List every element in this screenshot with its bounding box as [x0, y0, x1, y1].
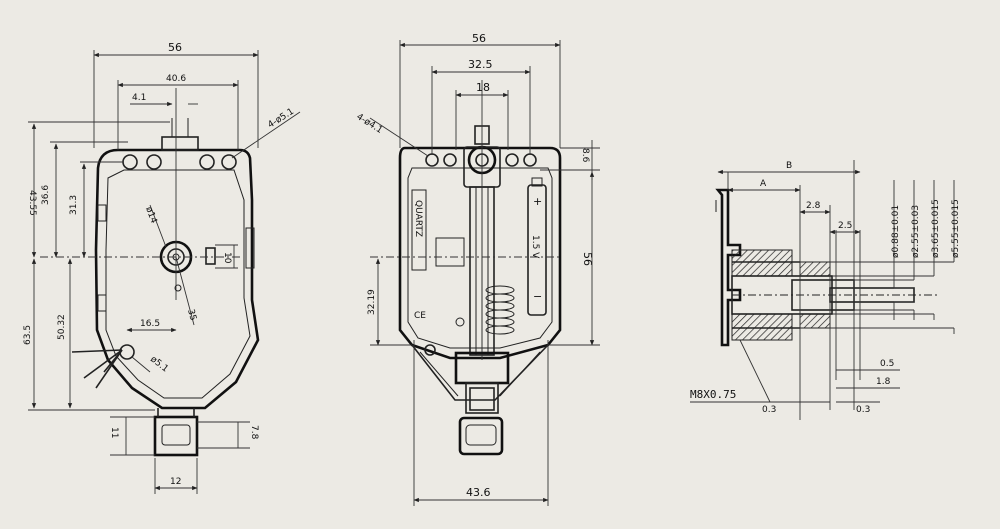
- right-dim-d-3-65: ø3.65±0.015: [931, 199, 941, 258]
- left-dim-56: 56: [168, 41, 182, 54]
- right-dim-d-0-88: ø0.88±0.01: [891, 205, 901, 258]
- middle-dim-32-19: 32.19: [367, 289, 377, 315]
- left-view: 56 40.6 4.1 4-ø5.1 43.55 36.6 31.3 ø14 1…: [23, 41, 301, 494]
- left-body-outline: [94, 148, 260, 410]
- left-pendulum-hole: [119, 344, 135, 360]
- battery-plus: +: [533, 195, 542, 208]
- middle-ce-mark: CE: [414, 311, 426, 321]
- middle-coil: [485, 285, 515, 335]
- left-top-tab: [161, 136, 199, 151]
- left-dim-12: 12: [170, 477, 181, 487]
- left-dim-4-1: 4.1: [132, 93, 146, 103]
- right-thread-lower: [731, 313, 793, 341]
- middle-mount-hole: [505, 153, 519, 167]
- left-hook: [153, 415, 199, 457]
- middle-mount-hole: [523, 153, 537, 167]
- middle-dim-holes: 4-ø4.1: [354, 112, 384, 136]
- left-dim-holes: 4-ø5.1: [266, 107, 296, 131]
- right-dim-2-5: 2.5: [838, 221, 852, 231]
- left-dim-7-8: 7.8: [249, 425, 259, 440]
- middle-mount-hole: [443, 153, 457, 167]
- right-dim-0-3a: 0.3: [762, 405, 776, 415]
- middle-dim-18: 18: [476, 81, 490, 94]
- middle-body-outline: [398, 146, 562, 360]
- left-mount-hole: [122, 154, 138, 170]
- left-mount-hole: [221, 154, 237, 170]
- right-dim-thread: M8X0.75: [690, 388, 736, 401]
- right-thread-upper: [731, 249, 793, 277]
- left-dim-40-6: 40.6: [166, 74, 186, 84]
- middle-dim-8-6: 8.6: [580, 148, 590, 163]
- middle-dim-32-5: 32.5: [468, 58, 493, 71]
- middle-dim-56-side: 56: [581, 252, 594, 266]
- left-dim-35: 35: [185, 308, 198, 322]
- right-dim-1-8: 1.8: [876, 377, 891, 387]
- middle-side-text: QUARTZ: [413, 200, 423, 237]
- right-view: B A 2.8 2.5 ø0.88±0.01 ø2.55±0.03 ø3.65±…: [690, 160, 961, 420]
- left-mount-hole: [199, 154, 215, 170]
- right-dim-d-5-55: ø5.55±0.015: [951, 199, 961, 258]
- battery-minus: −: [533, 290, 542, 303]
- middle-view: + 1.5 V − QUARTZ CE 56 32.5 18 4-ø4.1: [354, 32, 600, 506]
- left-mount-hole: [146, 154, 162, 170]
- right-label-b: B: [786, 161, 792, 171]
- right-dim-2-8: 2.8: [806, 201, 821, 211]
- middle-battery: [527, 184, 547, 316]
- left-dim-36-6: 36.6: [41, 185, 51, 205]
- left-dim-63-5: 63.5: [23, 325, 33, 345]
- right-dim-0-5: 0.5: [880, 359, 894, 369]
- left-dim-50-32: 50.32: [57, 314, 67, 340]
- middle-dim-56-top: 56: [472, 32, 486, 45]
- left-dim-dia-14: ø14: [143, 206, 158, 226]
- right-dim-d-2-55: ø2.55±0.03: [911, 205, 921, 258]
- left-dim-hole-5-1: ø5.1: [148, 354, 170, 374]
- middle-hook-lower: [458, 416, 504, 456]
- right-dim-0-3b: 0.3: [856, 405, 870, 415]
- battery-voltage: 1.5 V: [530, 235, 540, 259]
- left-dim-31-3: 31.3: [69, 195, 79, 215]
- right-housing: [715, 188, 742, 347]
- left-dim-11: 11: [109, 427, 119, 438]
- left-dim-16-5: 16.5: [140, 319, 160, 329]
- right-label-a: A: [760, 179, 767, 189]
- middle-dim-43-6: 43.6: [466, 486, 491, 499]
- left-dim-43-55: 43.55: [27, 190, 37, 216]
- left-dim-10: 10: [222, 252, 232, 264]
